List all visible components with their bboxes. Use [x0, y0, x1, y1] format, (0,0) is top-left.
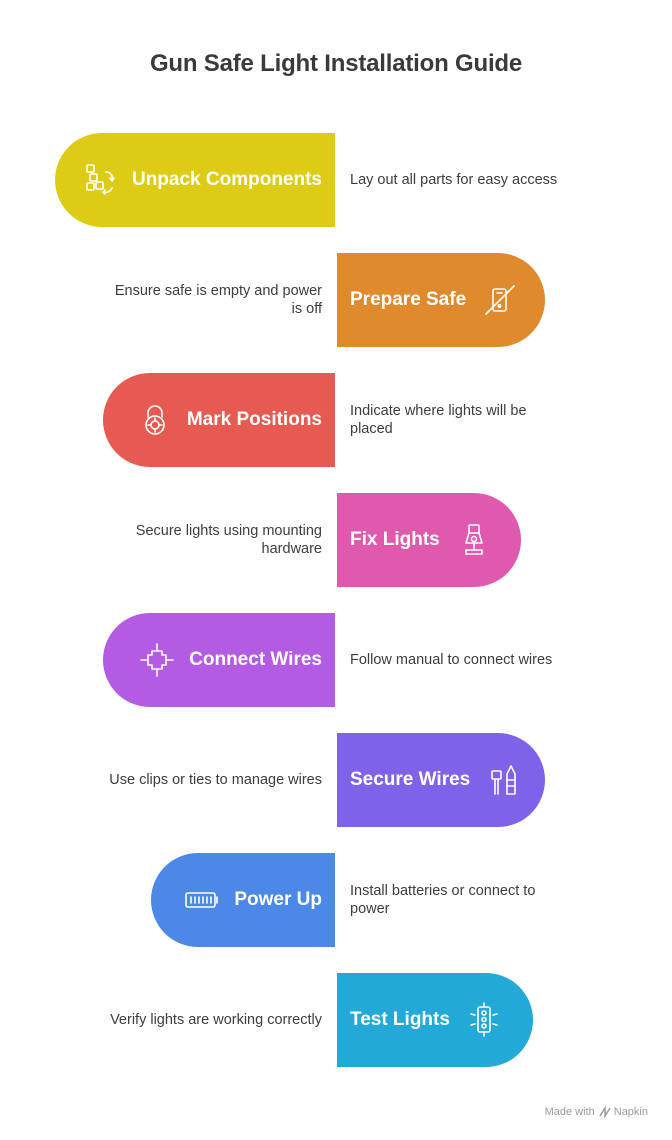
step-description: Lay out all parts for easy access: [350, 133, 570, 227]
circuit-connector-icon: [137, 640, 177, 680]
step-description: Install batteries or connect to power: [350, 853, 570, 947]
page-title: Gun Safe Light Installation Guide: [149, 50, 523, 77]
step-label: Connect Wires: [189, 649, 322, 670]
footer-brand: Napkin: [613, 1106, 648, 1118]
step-prepare-safe: Prepare Safe: [337, 253, 545, 347]
step-description: Follow manual to connect wires: [350, 613, 570, 707]
step-description-text: Lay out all parts for easy access: [350, 172, 558, 188]
step-unpack-components: Unpack Components: [55, 133, 335, 227]
step-secure-wires: Secure Wires: [337, 733, 545, 827]
step-description: Use clips or ties to manage wires: [102, 733, 322, 827]
step-description-text: Follow manual to connect wires: [350, 652, 553, 668]
step-label: Mark Positions: [186, 409, 322, 430]
footer-credit: Made with Napkin: [544, 1105, 648, 1119]
power-off-icon: [480, 280, 520, 320]
step-description-text: Verify lights are working correctly: [110, 1012, 322, 1028]
step-description-text: Ensure safe is empty and power is off: [114, 283, 322, 317]
step-description-text: Secure lights using mounting hardware: [135, 523, 322, 557]
step-label: Unpack Components: [131, 169, 322, 190]
step-label: Fix Lights: [350, 529, 440, 550]
lamp-icon: [454, 520, 494, 560]
puzzle-pieces-icon: [80, 160, 120, 200]
cable-clips-icon: [484, 760, 524, 800]
traffic-light-icon: [464, 1000, 504, 1040]
step-description: Verify lights are working correctly: [102, 973, 322, 1067]
step-description-text: Use clips or ties to manage wires: [109, 772, 322, 788]
step-label: Power Up: [234, 889, 322, 910]
step-description-text: Indicate where lights will be placed: [350, 403, 527, 437]
step-description: Indicate where lights will be placed: [350, 373, 570, 467]
step-label: Prepare Safe: [350, 289, 467, 310]
step-label: Secure Wires: [350, 769, 471, 790]
step-fix-lights: Fix Lights: [337, 493, 521, 587]
step-label: Test Lights: [350, 1009, 450, 1030]
step-power-up: Power Up: [151, 853, 335, 947]
step-mark-positions: Mark Positions: [103, 373, 335, 467]
napkin-logo-icon: [599, 1105, 611, 1119]
step-description-text: Install batteries or connect to power: [350, 883, 536, 917]
footer-made-with: Made with: [544, 1106, 595, 1118]
battery-icon: [182, 880, 222, 920]
step-test-lights: Test Lights: [337, 973, 533, 1067]
step-description: Secure lights using mounting hardware: [102, 493, 322, 587]
step-connect-wires: Connect Wires: [103, 613, 335, 707]
step-description: Ensure safe is empty and power is off: [102, 253, 322, 347]
target-lock-icon: [135, 400, 175, 440]
